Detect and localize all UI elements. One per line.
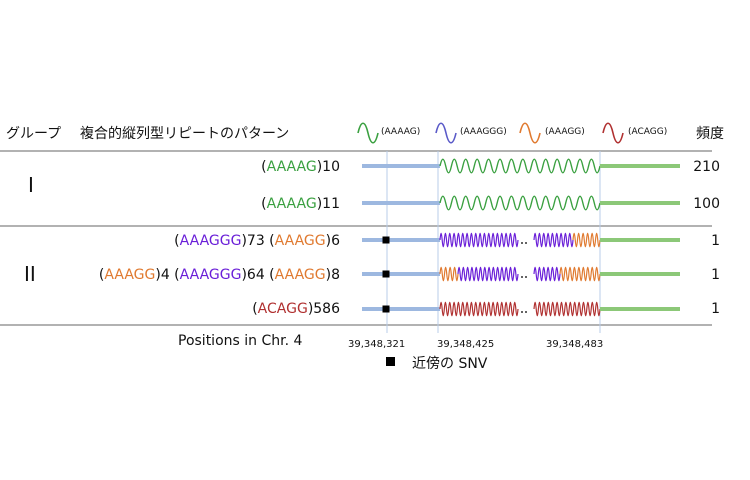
pattern-segment: ACAGG bbox=[257, 301, 308, 317]
pattern-segment: ( bbox=[261, 159, 267, 175]
pattern-segment: )586 bbox=[307, 301, 340, 317]
legend-wave-icon bbox=[519, 122, 541, 144]
pattern-segment: )8 bbox=[325, 267, 340, 283]
repeat-wave-aaaggg bbox=[533, 232, 574, 248]
pattern-segment: AAAGGG bbox=[179, 267, 242, 283]
pattern-segment: AAAAG bbox=[266, 159, 317, 175]
frequency-row-1: 210 bbox=[693, 159, 720, 175]
frequency-row-3: 1 bbox=[711, 233, 720, 249]
pattern-segment: )4 ( bbox=[155, 267, 180, 283]
gap-dot bbox=[525, 242, 527, 244]
legend-label-aaaggg: (AAAGGG) bbox=[460, 127, 507, 137]
position-tick-3: 39,348,483 bbox=[546, 339, 604, 350]
pattern-row-5: (ACAGG)586 bbox=[252, 301, 340, 317]
gap-dot bbox=[525, 276, 527, 278]
legend-label-aaaag: (AAAAG) bbox=[381, 127, 421, 137]
pattern-segment: )6 bbox=[325, 233, 340, 249]
legend-wave-icon bbox=[435, 122, 457, 144]
pattern-row-2: (AAAAG)11 bbox=[261, 196, 340, 212]
pattern-segment: )10 bbox=[316, 159, 340, 175]
legend-wave-icon bbox=[602, 122, 624, 144]
frequency-row-2: 100 bbox=[693, 196, 720, 212]
frequency-row-4: 1 bbox=[711, 267, 720, 283]
pattern-segment: ( bbox=[174, 233, 180, 249]
snv-marker-icon bbox=[382, 305, 390, 313]
pattern-segment: ( bbox=[252, 301, 258, 317]
repeat-wave-acagg bbox=[439, 301, 519, 317]
pattern-segment: AAAGG bbox=[274, 233, 326, 249]
pattern-row-4: (AAAGG)4 (AAAGGG)64 (AAAGG)8 bbox=[99, 267, 340, 283]
pattern-row-3: (AAAGGG)73 (AAAGG)6 bbox=[174, 233, 340, 249]
repeat-wave-aaagg bbox=[559, 266, 601, 282]
repeat-wave-aaaggg bbox=[457, 266, 519, 282]
group-label-ii: II bbox=[24, 262, 36, 286]
snv-marker-icon bbox=[382, 270, 390, 278]
gap-dot bbox=[521, 311, 523, 313]
pattern-row-1: (AAAAG)10 bbox=[261, 159, 340, 175]
gap-dot bbox=[521, 242, 523, 244]
frequency-row-5: 1 bbox=[711, 301, 720, 317]
group-column-header: グループ bbox=[6, 126, 62, 142]
pattern-segment: )73 ( bbox=[241, 233, 275, 249]
repeat-wave-aaaag bbox=[439, 195, 601, 211]
frequency-column-header: 頻度 bbox=[696, 126, 724, 142]
repeat-wave-acagg bbox=[533, 301, 601, 317]
gap-dot bbox=[521, 276, 523, 278]
repeat-wave-aaaag bbox=[439, 158, 601, 174]
repeat-wave-aaagg bbox=[572, 232, 601, 248]
pattern-segment: AAAGG bbox=[274, 267, 326, 283]
legend-wave-icon bbox=[357, 122, 379, 144]
pattern-segment: ( bbox=[261, 196, 267, 212]
pattern-column-header: 複合的縦列型リピートのパターン bbox=[80, 126, 290, 142]
snv-legend-label: 近傍の SNV bbox=[412, 356, 488, 372]
snv-legend-marker-icon bbox=[386, 357, 395, 366]
gap-dot bbox=[525, 311, 527, 313]
repeat-wave-aaagg bbox=[439, 266, 459, 282]
pattern-segment: AAAAG bbox=[266, 196, 317, 212]
pattern-segment: AAAGGG bbox=[179, 233, 242, 249]
repeat-wave-aaaggg bbox=[439, 232, 519, 248]
legend-label-aaagg: (AAAGG) bbox=[545, 127, 585, 137]
snv-marker-icon bbox=[382, 236, 390, 244]
positions-label: Positions in Chr. 4 bbox=[178, 333, 303, 349]
pattern-segment: )64 ( bbox=[241, 267, 275, 283]
position-tick-1: 39,348,321 bbox=[348, 339, 406, 350]
repeat-wave-aaaggg bbox=[533, 266, 561, 282]
pattern-segment: AAAGG bbox=[104, 267, 156, 283]
legend-label-acagg: (ACAGG) bbox=[628, 127, 668, 137]
position-tick-2: 39,348,425 bbox=[437, 339, 495, 350]
pattern-segment: )11 bbox=[316, 196, 340, 212]
group-label-i: I bbox=[28, 173, 34, 197]
pattern-segment: ( bbox=[98, 267, 105, 283]
